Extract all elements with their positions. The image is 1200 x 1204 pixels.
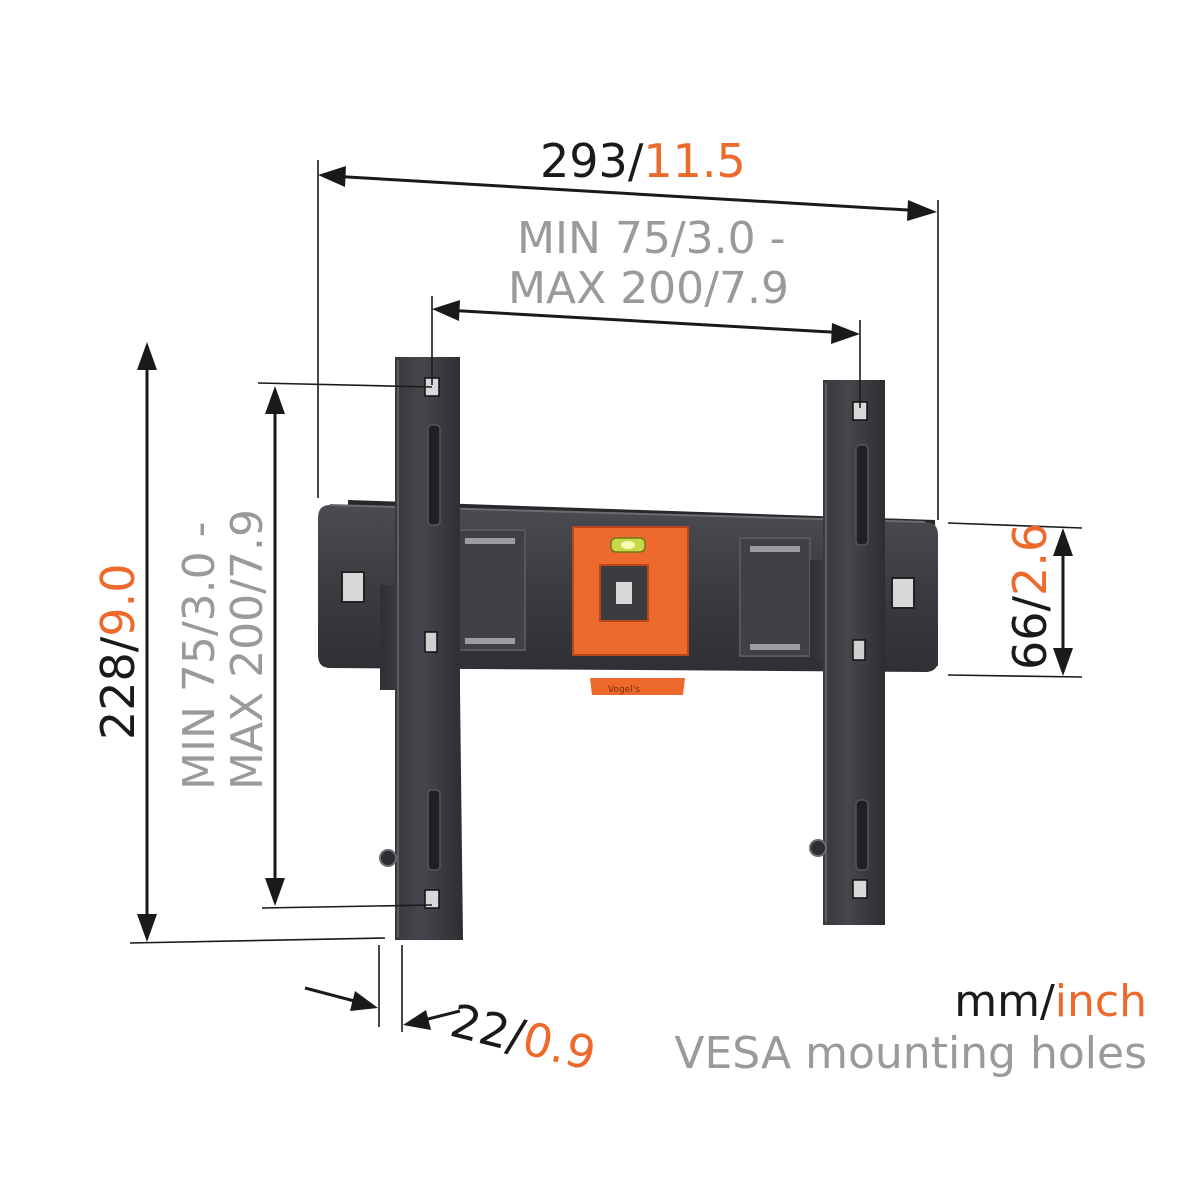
dim-vesa-vertical: [257, 382, 433, 909]
label-vesa-vertical-line2: MAX 200/7.9: [222, 509, 273, 790]
label-vesa-vertical-line1: MIN 75/3.0 -: [174, 522, 225, 791]
rail-panel-right: [739, 537, 811, 657]
rail-panel-left: [454, 529, 526, 651]
dim-rail-height: [947, 522, 1083, 678]
brand-logo: Vogel's: [608, 685, 640, 695]
right-tv-arm: [809, 380, 885, 925]
left-tv-arm: [379, 357, 463, 940]
label-overall-height: 228/9.0: [91, 564, 145, 740]
dim-overall-height: [129, 342, 386, 944]
wall-screw-hole-left: [341, 571, 365, 603]
label-wall-distance: 22/0.9: [445, 993, 601, 1081]
vesa-legend: VESA mounting holes: [674, 1028, 1147, 1079]
dim-vesa-horizontal: [431, 296, 861, 408]
label-rail-height: 66/2.6: [1003, 523, 1057, 670]
center-lock: Vogel's: [572, 526, 689, 695]
wall-screw-hole-right: [891, 577, 915, 609]
wall-bracket: Vogel's: [318, 357, 938, 940]
label-overall-width: 293/11.5: [540, 134, 746, 188]
spirit-level-icon: [610, 537, 646, 553]
units-legend: mm/inch: [954, 976, 1147, 1027]
dim-overall-width: [317, 160, 939, 520]
dim-wall-distance: [304, 945, 461, 1032]
brand-tab: [590, 678, 685, 695]
label-vesa-horizontal-line1: MIN 75/3.0 -: [517, 213, 786, 264]
label-vesa-horizontal-line2: MAX 200/7.9: [508, 263, 789, 314]
